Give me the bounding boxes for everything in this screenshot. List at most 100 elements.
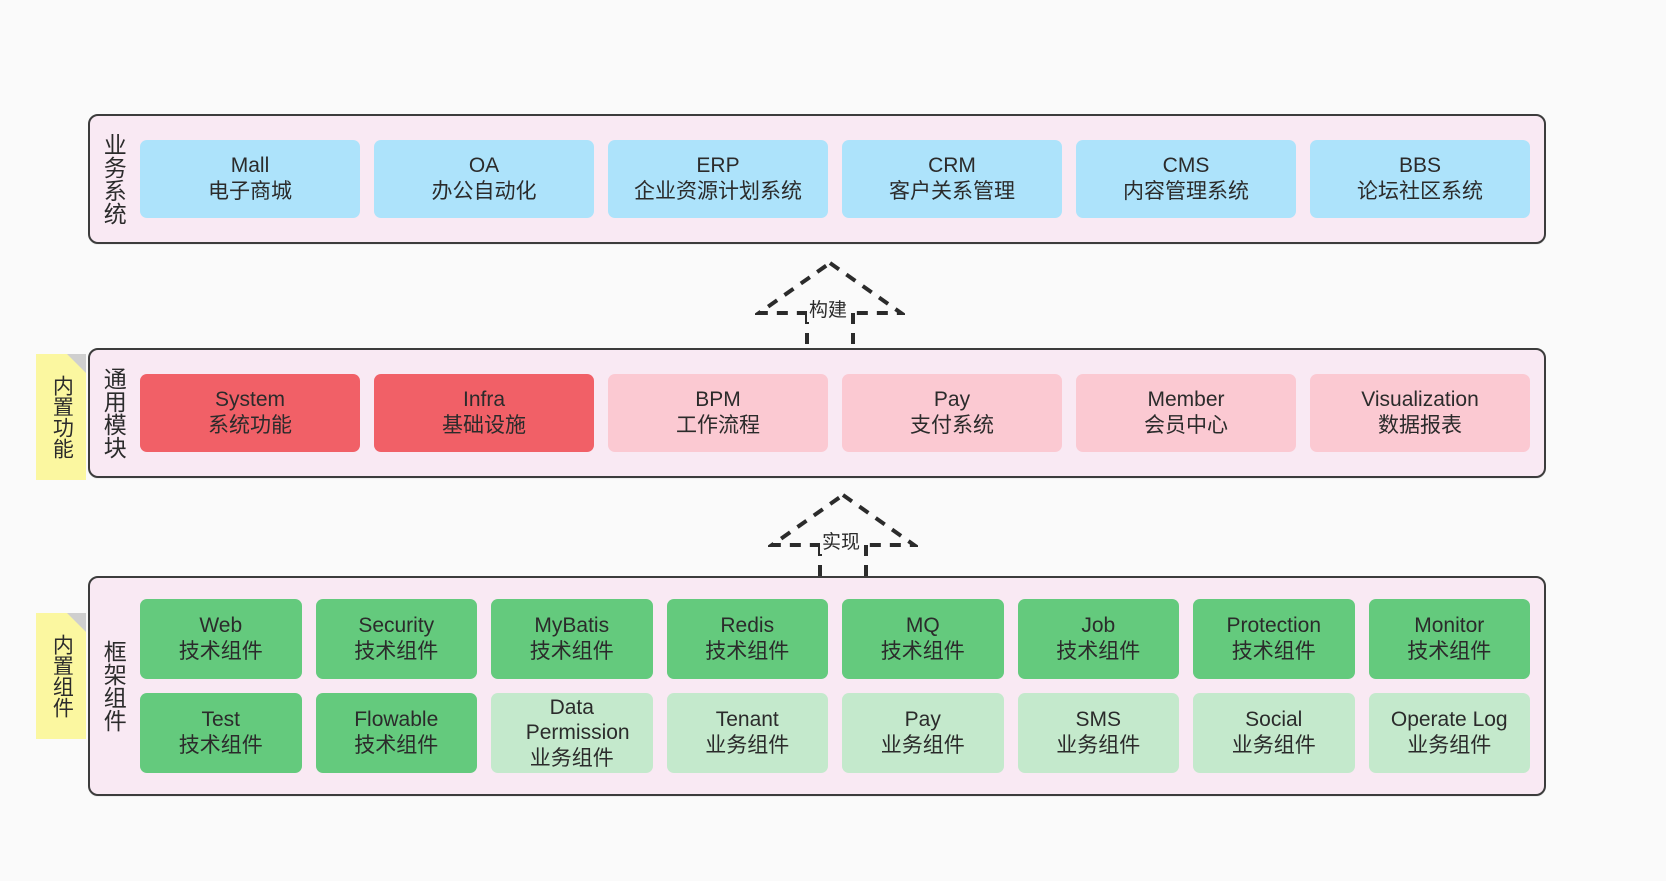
card-subtitle: 内容管理系统 — [1123, 180, 1249, 203]
card-title: BBS — [1398, 154, 1442, 178]
card-row: System 系统功能 Infra 基础设施 BPM 工作流程 Pay 支付系统 — [140, 374, 1530, 452]
card-visualization[interactable]: Visualization 数据报表 — [1310, 374, 1530, 452]
card-title: CMS — [1162, 154, 1210, 178]
card-title: Tenant — [715, 708, 779, 732]
card-job[interactable]: Job 技术组件 — [1017, 599, 1179, 679]
card-crm[interactable]: CRM 客户关系管理 — [842, 140, 1062, 218]
card-monitor[interactable]: Monitor 技术组件 — [1368, 599, 1530, 679]
card-mq[interactable]: MQ 技术组件 — [842, 599, 1004, 679]
note-label: 内置功能 — [50, 375, 74, 459]
card-member[interactable]: Member 会员中心 — [1076, 374, 1296, 452]
card-bbs[interactable]: BBS 论坛社区系统 — [1310, 140, 1530, 218]
card-title: Member — [1147, 388, 1225, 412]
note-fold-icon — [67, 354, 86, 373]
card-title: Operate Log — [1390, 708, 1508, 732]
card-title: SMS — [1075, 708, 1121, 732]
card-subtitle: 企业资源计划系统 — [634, 180, 802, 203]
layer-body-common-modules: System 系统功能 Infra 基础设施 BPM 工作流程 Pay 支付系统 — [136, 350, 1544, 476]
card-subtitle: 系统功能 — [208, 414, 292, 437]
card-subtitle: 办公自动化 — [431, 180, 537, 203]
card-subtitle: 技术组件 — [354, 734, 439, 757]
card-pay-business[interactable]: Pay 业务组件 — [842, 693, 1004, 773]
card-operate-log[interactable]: Operate Log 业务组件 — [1368, 693, 1530, 773]
card-title: Social — [1245, 708, 1303, 732]
note-builtin-features[interactable]: 内置功能 — [36, 354, 86, 480]
layer-business-systems[interactable]: 业务系统 Mall 电子商城 OA 办公自动化 ERP 企业资源计划系统 — [88, 114, 1546, 244]
layer-common-modules[interactable]: 通用模块 System 系统功能 Infra 基础设施 BPM 工作流程 — [88, 348, 1546, 478]
layer-framework-components[interactable]: 框架组件 Web 技术组件 Security 技术组件 MyBatis 技术组件 — [88, 576, 1546, 796]
card-title: CRM — [928, 154, 976, 178]
card-subtitle: 数据报表 — [1378, 414, 1462, 437]
card-row: Web 技术组件 Security 技术组件 MyBatis 技术组件 Redi… — [140, 599, 1530, 679]
card-subtitle: 技术组件 — [178, 640, 263, 663]
card-title: Flowable — [354, 708, 439, 732]
card-mybatis[interactable]: MyBatis 技术组件 — [491, 599, 653, 679]
card-flowable[interactable]: Flowable 技术组件 — [315, 693, 477, 773]
layer-title-framework-components: 框架组件 — [100, 640, 127, 732]
layer-body-framework-components: Web 技术组件 Security 技术组件 MyBatis 技术组件 Redi… — [136, 578, 1544, 794]
card-title: Security — [358, 614, 435, 638]
card-row: Test 技术组件 Flowable 技术组件 Data Permission … — [140, 693, 1530, 773]
card-pay[interactable]: Pay 支付系统 — [842, 374, 1062, 452]
card-web[interactable]: Web 技术组件 — [140, 599, 302, 679]
card-subtitle: 技术组件 — [354, 640, 439, 663]
connector-build: 构建 — [752, 258, 908, 350]
card-oa[interactable]: OA 办公自动化 — [374, 140, 594, 218]
card-title: Data Permission — [525, 695, 630, 745]
card-subtitle: 工作流程 — [676, 414, 760, 437]
note-builtin-components[interactable]: 内置组件 — [36, 613, 86, 739]
layer-title-common-modules: 通用模块 — [100, 367, 127, 459]
connector-implement: 实现 — [765, 490, 921, 582]
note-label: 内置组件 — [50, 634, 74, 718]
card-subtitle: 技术组件 — [529, 640, 614, 663]
card-title: Pay — [933, 388, 971, 412]
card-tenant[interactable]: Tenant 业务组件 — [666, 693, 828, 773]
card-security[interactable]: Security 技术组件 — [315, 599, 477, 679]
card-bpm[interactable]: BPM 工作流程 — [608, 374, 828, 452]
card-row: Mall 电子商城 OA 办公自动化 ERP 企业资源计划系统 CRM 客户关系… — [140, 140, 1530, 218]
card-title: Infra — [462, 388, 506, 412]
card-title: MyBatis — [534, 614, 610, 638]
card-test[interactable]: Test 技术组件 — [140, 693, 302, 773]
card-data-permission[interactable]: Data Permission 业务组件 — [491, 693, 653, 773]
card-erp[interactable]: ERP 企业资源计划系统 — [608, 140, 828, 218]
card-subtitle: 技术组件 — [178, 734, 263, 757]
card-protection[interactable]: Protection 技术组件 — [1193, 599, 1355, 679]
card-subtitle: 论坛社区系统 — [1357, 180, 1483, 203]
connector-build-label: 构建 — [807, 295, 850, 322]
card-subtitle: 技术组件 — [880, 640, 965, 663]
card-subtitle: 基础设施 — [442, 414, 526, 437]
card-subtitle: 技术组件 — [1231, 640, 1316, 663]
card-title: Monitor — [1414, 614, 1485, 638]
card-title: Web — [199, 614, 243, 638]
card-title: Redis — [720, 614, 775, 638]
card-mall[interactable]: Mall 电子商城 — [140, 140, 360, 218]
card-redis[interactable]: Redis 技术组件 — [666, 599, 828, 679]
card-subtitle: 业务组件 — [529, 746, 614, 770]
card-sms[interactable]: SMS 业务组件 — [1017, 693, 1179, 773]
card-social[interactable]: Social 业务组件 — [1193, 693, 1355, 773]
card-subtitle: 技术组件 — [1056, 640, 1141, 663]
card-subtitle: 业务组件 — [1407, 734, 1492, 757]
card-subtitle: 技术组件 — [705, 640, 790, 663]
card-title: Job — [1081, 614, 1116, 638]
card-subtitle: 客户关系管理 — [889, 180, 1015, 203]
card-subtitle: 电子商城 — [208, 180, 292, 203]
card-subtitle: 技术组件 — [1407, 640, 1492, 663]
card-cms[interactable]: CMS 内容管理系统 — [1076, 140, 1296, 218]
card-infra[interactable]: Infra 基础设施 — [374, 374, 594, 452]
card-title: ERP — [696, 154, 740, 178]
layer-body-business-systems: Mall 电子商城 OA 办公自动化 ERP 企业资源计划系统 CRM 客户关系… — [136, 116, 1544, 242]
card-title: BPM — [695, 388, 741, 412]
card-subtitle: 业务组件 — [1231, 734, 1316, 757]
card-subtitle: 业务组件 — [705, 734, 790, 757]
card-title: OA — [468, 154, 500, 178]
card-title: System — [214, 388, 285, 412]
card-subtitle: 支付系统 — [910, 414, 994, 437]
card-subtitle: 业务组件 — [880, 734, 965, 757]
card-title: MQ — [905, 614, 940, 638]
card-system[interactable]: System 系统功能 — [140, 374, 360, 452]
card-title: Test — [201, 708, 240, 732]
connector-implement-label: 实现 — [820, 527, 863, 554]
